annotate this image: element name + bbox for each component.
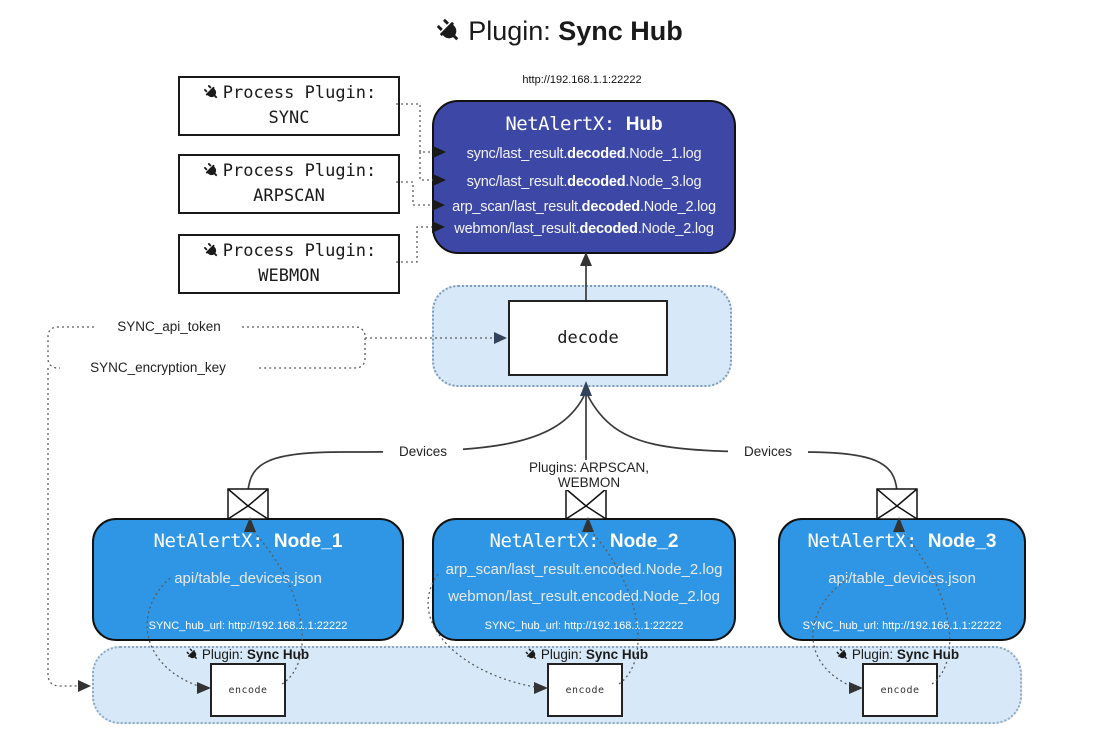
hub-log-entry: arp_scan/last_result.decoded.Node_2.log	[452, 199, 716, 215]
node-hub-url: SYNC_hub_url: http://192.168.1.1:22222	[148, 620, 348, 632]
plug-icon	[434, 16, 464, 46]
hub-log-entry: sync/last_result.decoded.Node_3.log	[466, 174, 702, 190]
process-plugin-name: ARPSCAN	[253, 186, 325, 206]
encode-plugin-label-3: Plugin: Sync Hub	[817, 647, 977, 662]
node-file-line: webmon/last_result.encoded.Node_2.log	[448, 588, 720, 605]
node-2-box: NetAlertX: Node_2 arp_scan/last_result.e…	[432, 518, 736, 641]
edge-encryption-key-to-encoder	[47, 368, 80, 687]
hub-url-label: http://192.168.1.1:22222	[522, 74, 642, 86]
edge-arpscan-plugin-to-hub	[396, 181, 432, 206]
plug-icon	[524, 647, 539, 662]
plug-icon	[202, 161, 221, 180]
encode-plugin-label-2: Plugin: Sync Hub	[506, 647, 666, 662]
hub-log-entry: sync/last_result.decoded.Node_1.log	[466, 146, 702, 162]
page-title-bold: Sync Hub	[558, 16, 683, 46]
process-plugin-box-arpscan: Process Plugin: ARPSCAN	[178, 154, 400, 214]
plug-icon	[835, 647, 850, 662]
hub-bottom-arrow	[580, 252, 592, 266]
decode-box: decode	[508, 300, 668, 376]
plug-icon	[202, 83, 221, 102]
process-plugin-name: WEBMON	[258, 266, 320, 286]
process-plugin-name: SYNC	[268, 108, 310, 128]
process-plugin-label: Process Plugin:	[202, 239, 376, 264]
plug-icon	[185, 647, 200, 662]
node-hub-url: SYNC_hub_url: http://192.168.1.1:22222	[802, 620, 1002, 632]
node-3-box: NetAlertX: Node_3 api/table_devices.json…	[778, 518, 1026, 641]
node-file-line: api/table_devices.json	[174, 570, 322, 587]
envelope-icon	[227, 488, 269, 520]
sync-encryption-key-label: SYNC_encryption_key	[60, 360, 256, 375]
page-title: Plugin: Sync Hub	[0, 16, 1117, 47]
page-title-prefix: Plugin:	[468, 16, 559, 46]
plug-icon	[202, 241, 221, 260]
devices-label-right: Devices	[728, 444, 808, 459]
edge-sync-plugin-to-hub-1	[396, 103, 433, 153]
sync-api-token-label: SYNC_api_token	[96, 319, 242, 334]
encode-box-1: encode	[210, 663, 286, 717]
node-file-line: api/table_devices.json	[828, 570, 976, 587]
plugins-label-center: Plugins: ARPSCAN, WEBMON	[502, 460, 676, 490]
encode-box-2: encode	[547, 663, 623, 717]
envelope-icon	[565, 488, 607, 520]
hub-box: NetAlertX: Hub sync/last_result.decoded.…	[432, 100, 736, 254]
encoder-inlet-arrow	[78, 680, 91, 692]
node-title: NetAlertX: Node_1	[153, 530, 343, 552]
process-plugin-label: Process Plugin:	[202, 81, 376, 106]
edge-webmon-plugin-to-hub	[396, 226, 432, 263]
node-hub-url: SYNC_hub_url: http://192.168.1.1:22222	[484, 620, 684, 632]
process-plugin-box-webmon: Process Plugin: WEBMON	[178, 234, 400, 294]
node-file-line: arp_scan/last_result.encoded.Node_2.log	[445, 561, 723, 578]
hub-title: NetAlertX: Hub	[505, 113, 663, 135]
encode-plugin-label-1: Plugin: Sync Hub	[167, 647, 327, 662]
envelope-icon	[876, 488, 918, 520]
decode-label: decode	[557, 328, 619, 348]
node-1-box: NetAlertX: Node_1 api/table_devices.json…	[92, 518, 404, 641]
process-plugin-label: Process Plugin:	[202, 159, 376, 184]
node-title: NetAlertX: Node_2	[489, 530, 679, 552]
encode-box-3: encode	[862, 663, 938, 717]
devices-label-left: Devices	[383, 444, 463, 459]
process-plugin-box-sync: Process Plugin: SYNC	[178, 76, 400, 136]
node-title: NetAlertX: Node_3	[807, 530, 997, 552]
hub-log-entry: webmon/last_result.decoded.Node_2.log	[454, 221, 714, 237]
